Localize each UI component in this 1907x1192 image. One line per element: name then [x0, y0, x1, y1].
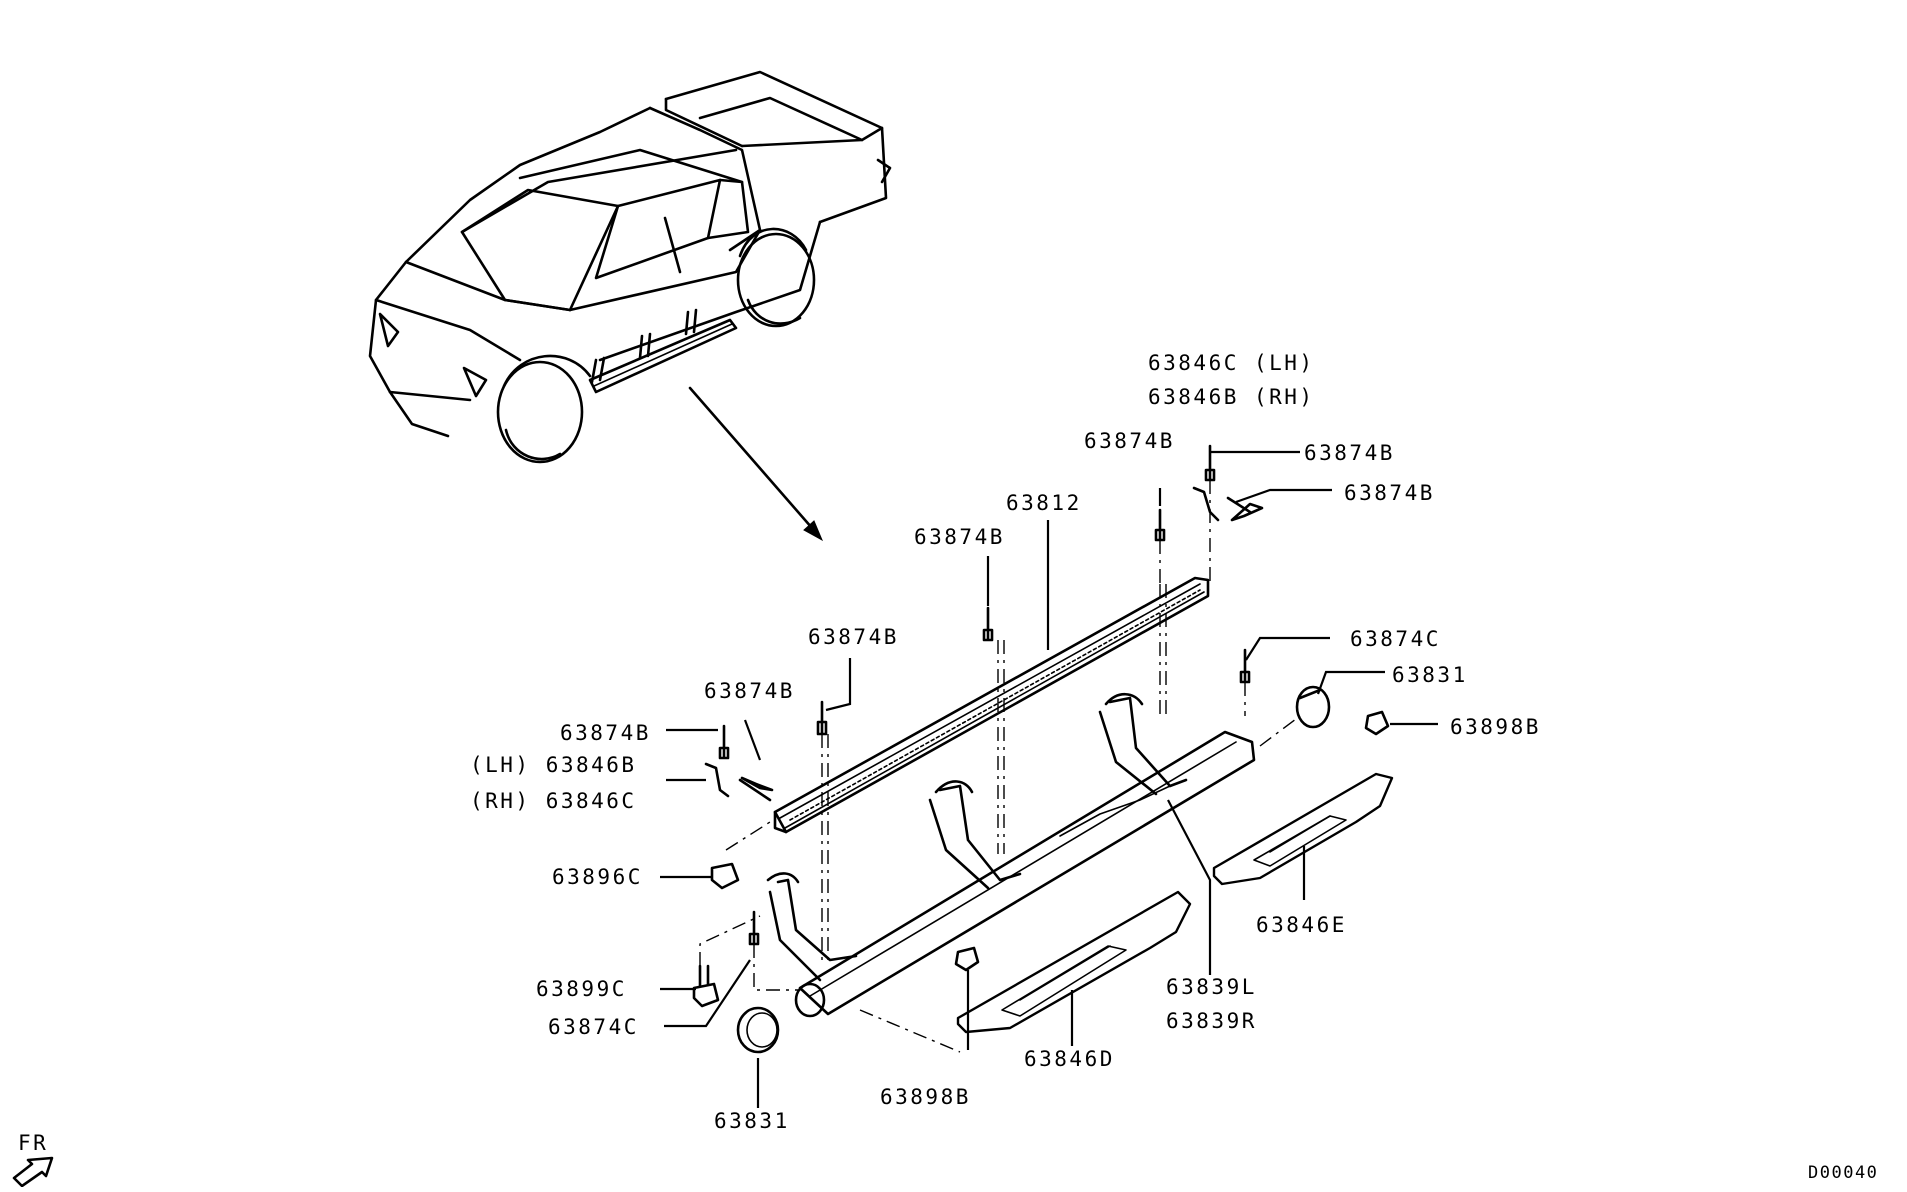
direction-arrow — [688, 386, 824, 542]
label-63846d: 63846D — [1024, 1047, 1115, 1071]
label-63896c: 63896C — [552, 865, 643, 889]
label-63874b-d: 63874B — [914, 525, 1005, 549]
clip-63898b-right — [1364, 710, 1390, 736]
tube-step — [766, 692, 1256, 1018]
label-63874b-e: 63874B — [808, 625, 899, 649]
label-63874c-top: 63874C — [1350, 627, 1441, 651]
label-63831-bottom: 63831 — [714, 1109, 790, 1133]
clip-63898b-bottom — [954, 946, 980, 972]
bracket-front — [704, 762, 774, 798]
label-63839l: 63839L — [1166, 975, 1257, 999]
side-sill-rail — [773, 576, 1210, 834]
bolts — [718, 444, 1252, 946]
label-63846b-lh-left: (LH) 63846B — [470, 753, 637, 777]
end-cap-bottom — [736, 1006, 780, 1054]
label-63839r: 63839R — [1166, 1009, 1257, 1033]
label-63898b-right: 63898B — [1450, 715, 1541, 739]
fr-label: FR — [18, 1131, 48, 1155]
phantom-lines — [699, 480, 1301, 1053]
label-63899c: 63899C — [536, 977, 627, 1001]
label-63846c-lh-top: 63846C (LH) — [1148, 351, 1315, 375]
nut-63896c — [710, 862, 740, 890]
label-63874b-c: 63874B — [1344, 481, 1435, 505]
bolt-63899c — [692, 964, 720, 1008]
drawing-code: D00040 — [1808, 1163, 1878, 1183]
label-63846b-rh-top: 63846B (RH) — [1148, 385, 1315, 409]
label-63846e: 63846E — [1256, 913, 1347, 937]
front-direction-indicator — [12, 1156, 54, 1188]
end-cap-top — [1295, 685, 1331, 729]
vehicle-overview — [368, 70, 892, 464]
leader-lines — [660, 450, 1438, 1108]
step-pad-rear — [1212, 772, 1394, 886]
label-63898b-bottom: 63898B — [880, 1085, 971, 1109]
bracket-rear — [1192, 486, 1264, 522]
label-63874b-f: 63874B — [704, 679, 795, 703]
label-63874b-b: 63874B — [1304, 441, 1395, 465]
label-63846c-rh-left: (RH) 63846C — [470, 789, 637, 813]
label-63874b-left: 63874B — [560, 721, 651, 745]
step-pad-front — [956, 890, 1192, 1034]
label-63874c-left: 63874C — [548, 1015, 639, 1039]
label-63874b-a: 63874B — [1084, 429, 1175, 453]
label-63831-top: 63831 — [1392, 663, 1468, 687]
label-63812: 63812 — [1006, 491, 1082, 515]
